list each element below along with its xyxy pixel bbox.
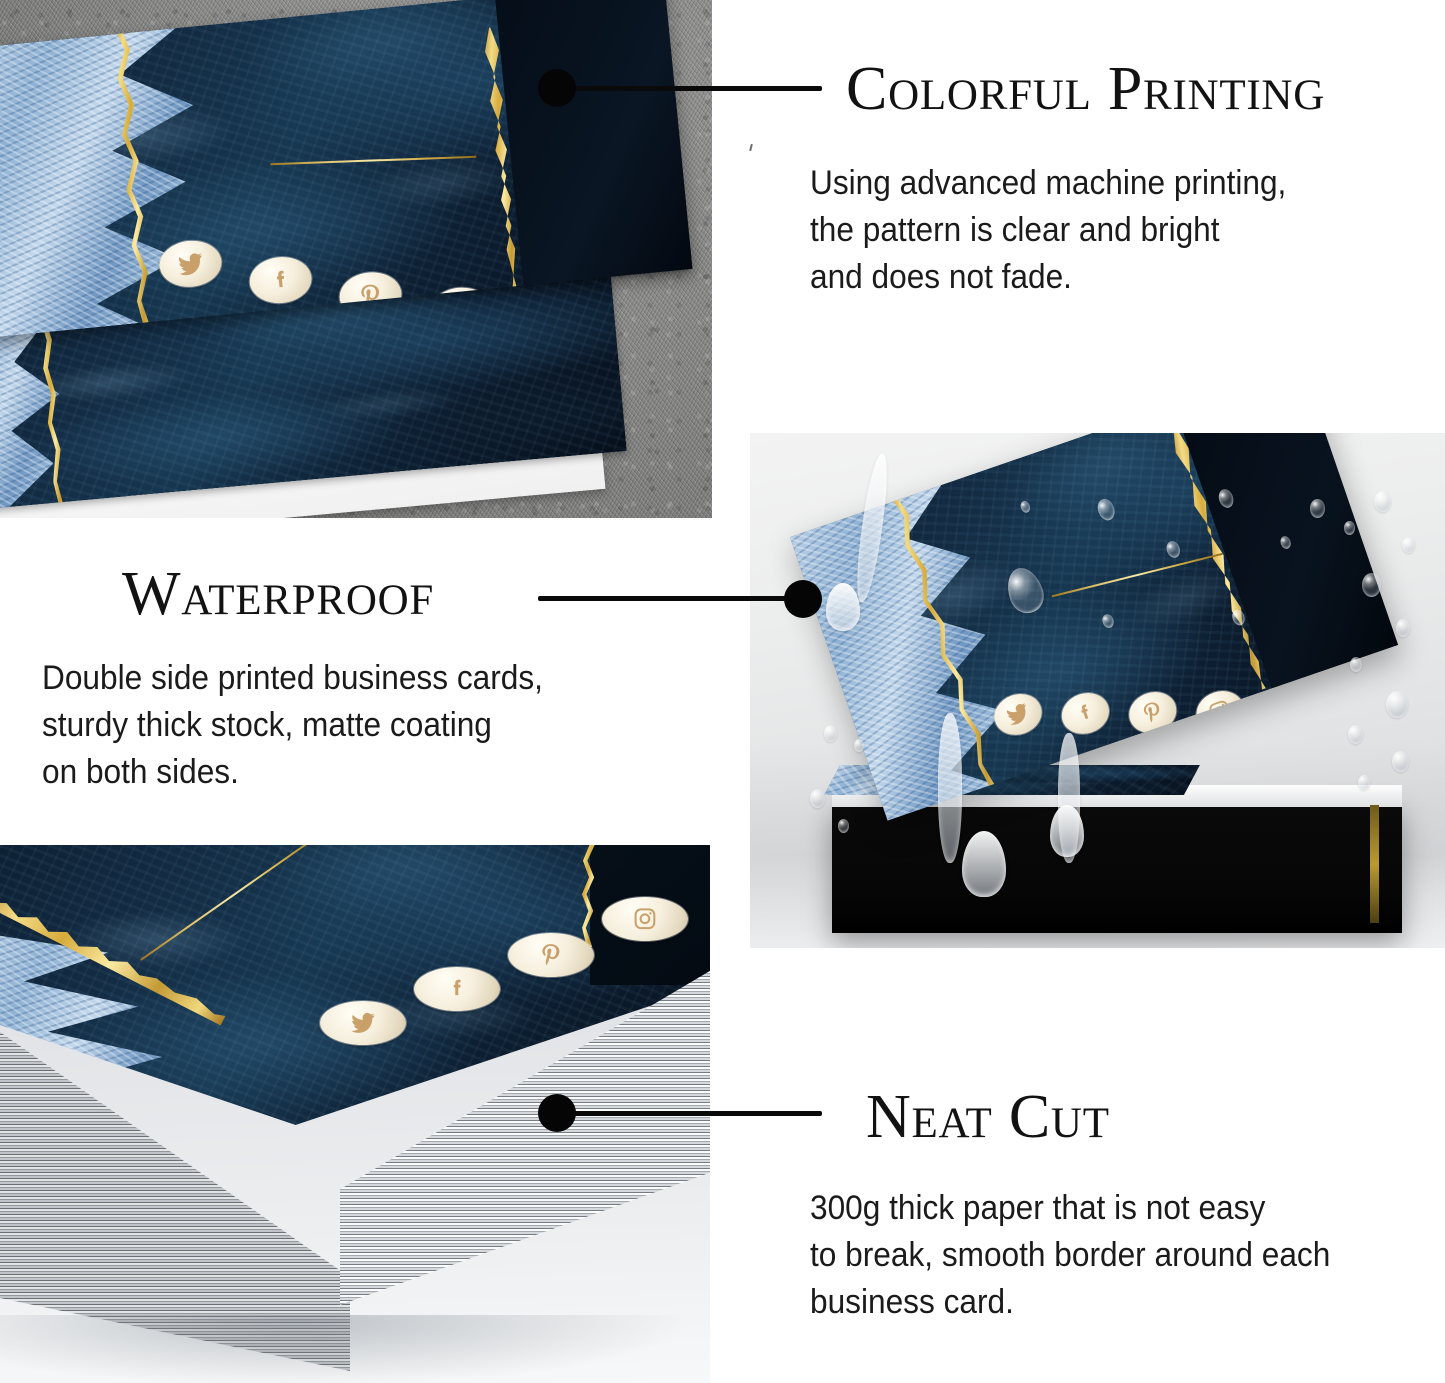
stack-shadow bbox=[0, 1315, 680, 1383]
instagram-badge bbox=[602, 897, 688, 941]
photo-card-with-water bbox=[750, 433, 1445, 948]
water-drop bbox=[1362, 573, 1381, 597]
pinterest-badge bbox=[337, 269, 404, 322]
dark-card-region bbox=[494, 0, 693, 286]
feature-body-neat-cut: 300g thick paper that is not easy to bre… bbox=[810, 1189, 1331, 1321]
water-drop bbox=[1310, 499, 1325, 518]
feature-body-waterproof: Double side printed business cards, stur… bbox=[42, 659, 543, 791]
water-drop bbox=[1392, 751, 1409, 772]
water-drop bbox=[1350, 657, 1362, 672]
water-drop bbox=[1358, 775, 1370, 790]
callout-line-waterproof bbox=[538, 596, 808, 601]
card-box-base bbox=[832, 803, 1402, 933]
facebook-badge bbox=[247, 254, 314, 307]
callout-dot-colorful-printing bbox=[538, 69, 576, 107]
water-drop bbox=[1344, 521, 1355, 535]
water-splash-drop bbox=[826, 583, 860, 631]
water-drop bbox=[1386, 691, 1408, 718]
callout-line-colorful-printing bbox=[560, 86, 822, 91]
print-speck bbox=[749, 143, 753, 152]
feature-body-colorful-printing: Using advanced machine printing, the pat… bbox=[810, 164, 1287, 296]
water-drop bbox=[1396, 619, 1410, 637]
water-drop bbox=[1374, 491, 1391, 512]
photo-card-on-concrete bbox=[0, 0, 712, 518]
water-drop bbox=[1402, 537, 1415, 553]
water-splash-drop bbox=[962, 831, 1006, 897]
callout-dot-neat-cut bbox=[538, 1094, 576, 1132]
pinterest-badge bbox=[1123, 685, 1182, 740]
facebook-badge bbox=[414, 967, 500, 1011]
box-gold-edge bbox=[1370, 805, 1379, 923]
water-splash-drop bbox=[1050, 805, 1084, 857]
twitter-badge bbox=[988, 687, 1048, 742]
pinterest-badge bbox=[508, 933, 594, 977]
water-drop bbox=[838, 819, 849, 833]
twitter-badge bbox=[157, 237, 224, 290]
water-drop bbox=[810, 789, 825, 808]
water-drop bbox=[1348, 725, 1363, 744]
facebook-badge bbox=[1056, 686, 1115, 741]
feature-title-waterproof: Waterproof bbox=[122, 560, 435, 628]
feature-title-colorful-printing: Colorful Printing bbox=[846, 55, 1326, 123]
water-drop bbox=[824, 725, 837, 742]
feature-title-neat-cut: Neat Cut bbox=[866, 1083, 1110, 1151]
water-splash-stream bbox=[938, 713, 962, 863]
callout-line-neat-cut bbox=[560, 1111, 822, 1116]
callout-dot-waterproof bbox=[784, 580, 822, 618]
twitter-badge bbox=[320, 1001, 406, 1045]
water-drop bbox=[854, 739, 864, 752]
